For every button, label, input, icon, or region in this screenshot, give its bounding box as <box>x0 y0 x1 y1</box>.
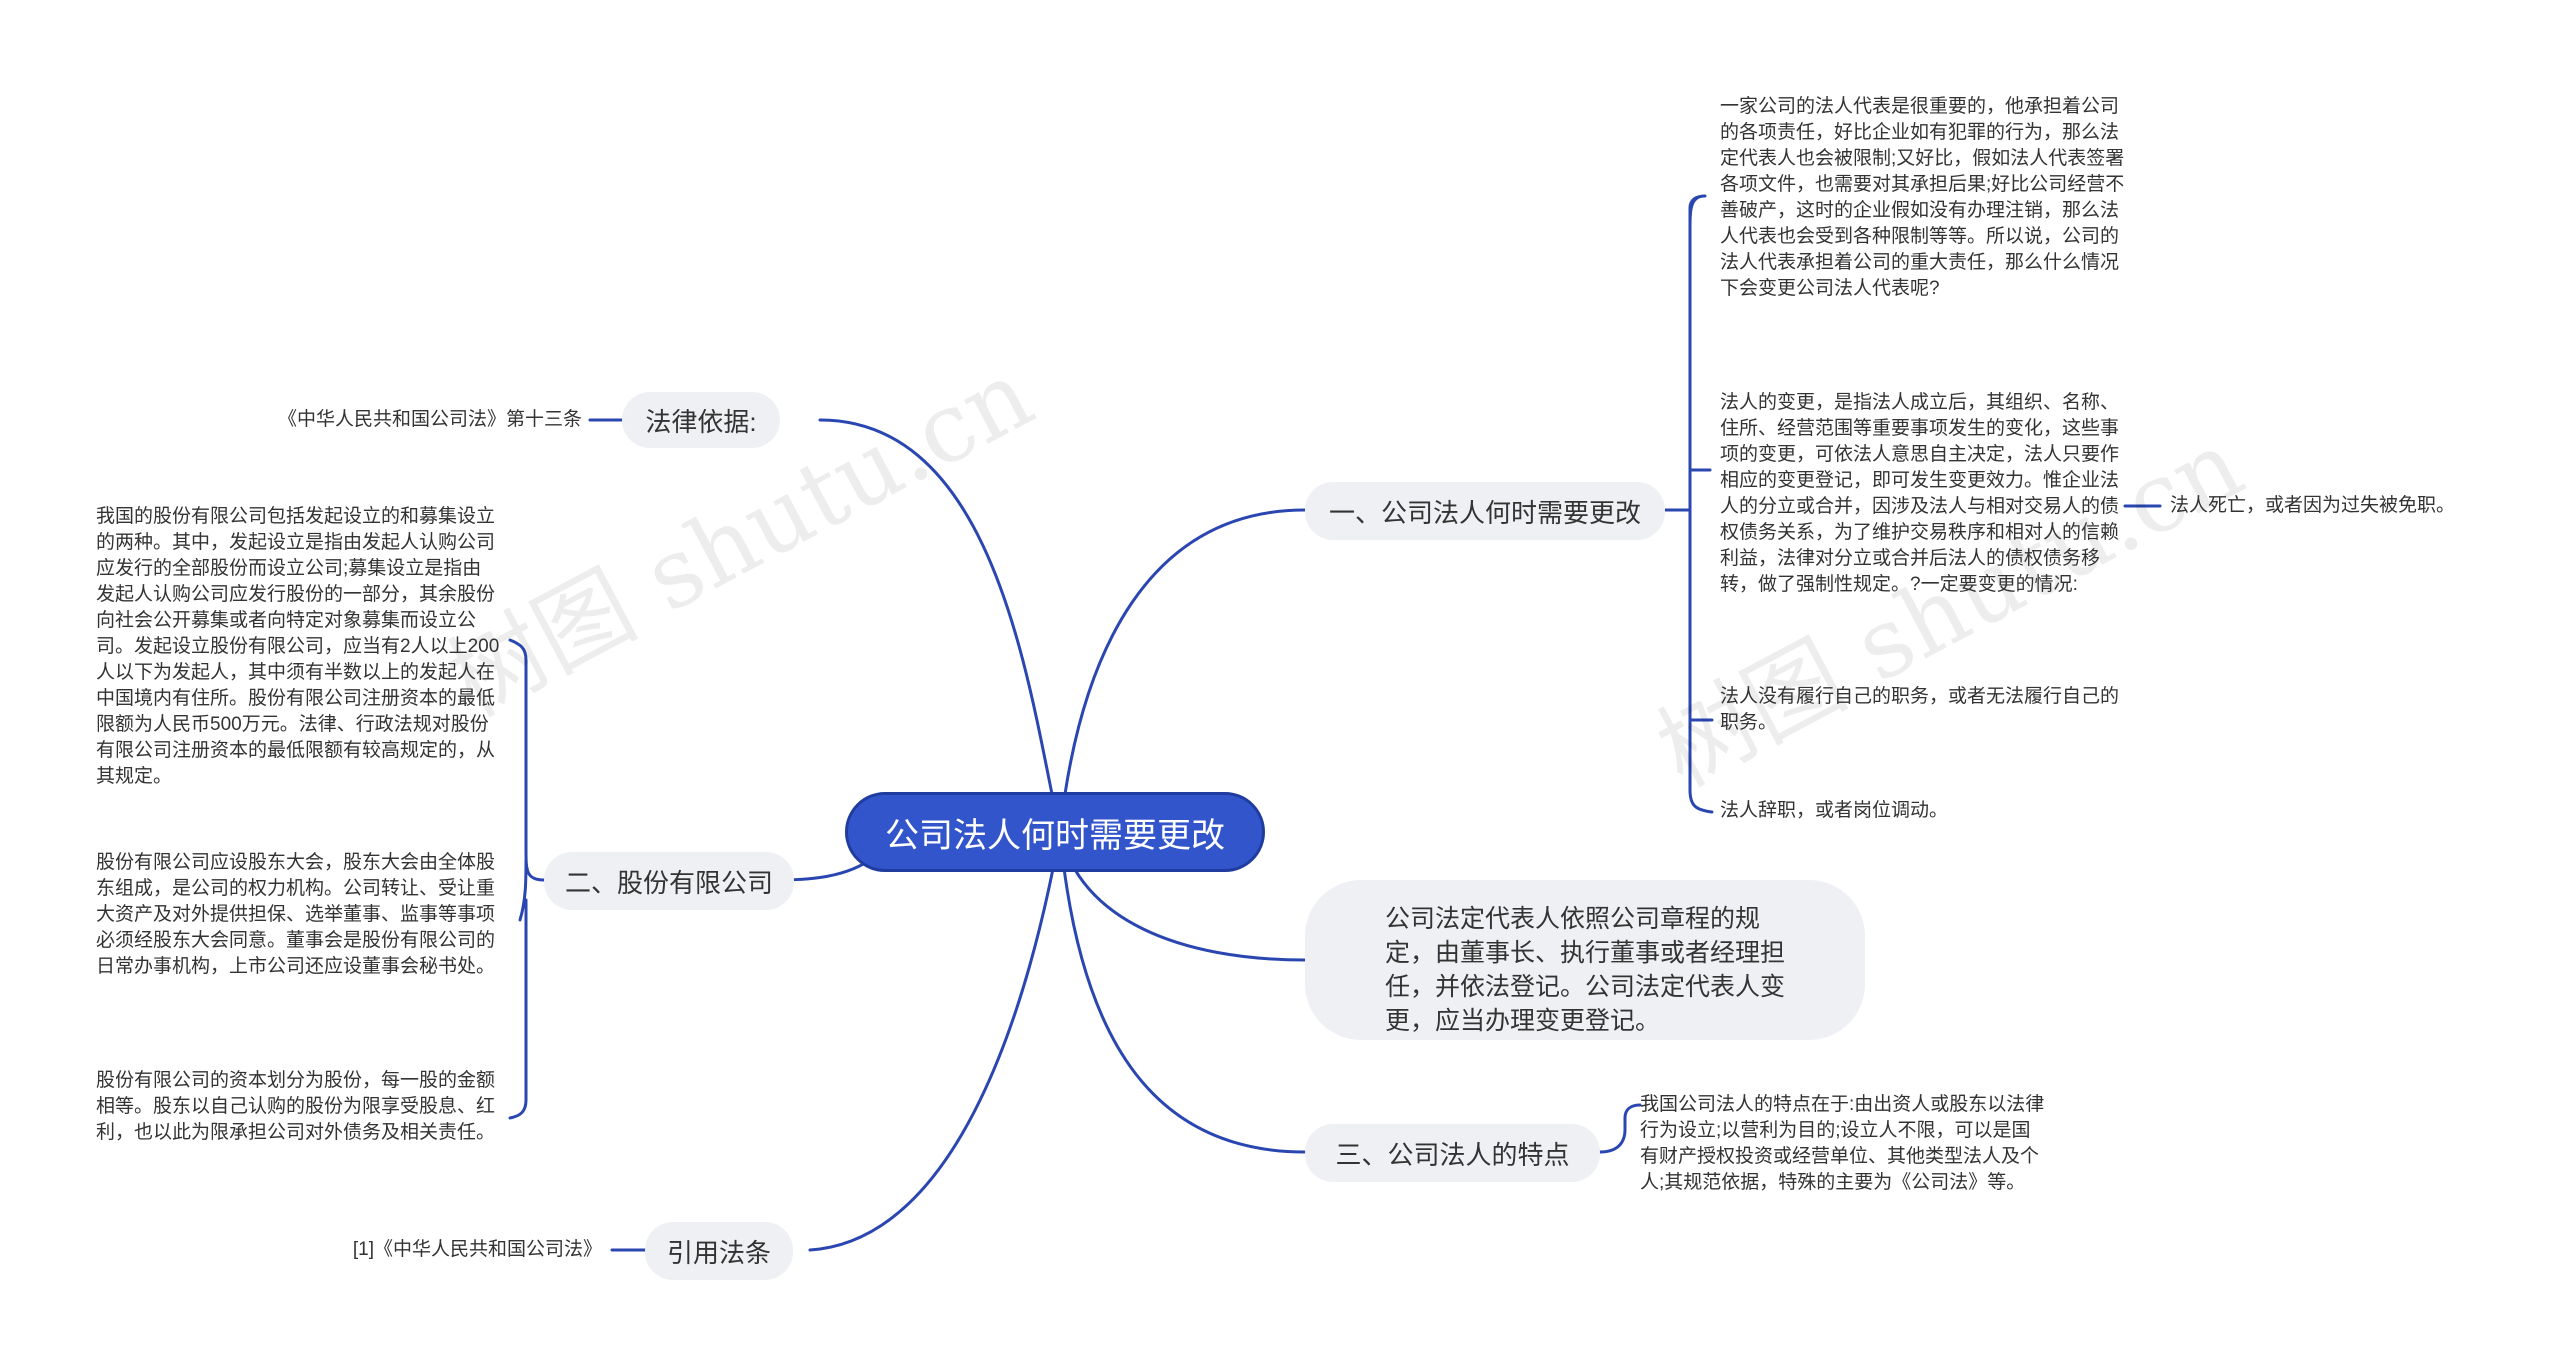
branch-legal-basis[interactable]: 法律依据: <box>622 392 780 448</box>
branch-citation[interactable]: 引用法条 <box>645 1222 793 1280</box>
root-topic[interactable]: 公司法人何时需要更改 <box>845 792 1265 872</box>
when-change-sub-item: 法人死亡，或者因为过失被免职。 <box>2170 495 2456 516</box>
when-change-item-4: 法人辞职，或者岗位调动。 <box>1720 800 1949 821</box>
link-root-citation <box>808 830 1062 1252</box>
registration-node[interactable]: 公司法定代表人依照公司章程的规定，由董事长、执行董事或者经理担任，并依法登记。公… <box>1305 880 1865 1040</box>
joint-stock-item-3: 股份有限公司的资本划分为股份，每一股的金额相等。股东以自己认购的股份为限享受股息… <box>96 1070 496 1143</box>
branch-features[interactable]: 三、公司法人的特点 <box>1305 1124 1600 1182</box>
link-root-when-change <box>1058 508 1307 834</box>
when-change-item-1: 一家公司的法人代表是很重要的，他承担着公司的各项责任，好比企业如有犯罪的行为，那… <box>1720 96 2125 299</box>
branch-joint-stock[interactable]: 二、股份有限公司 <box>544 852 794 910</box>
when-change-item-2: 法人的变更，是指法人成立后，其组织、名称、住所、经营范围等重要事项发生的变化，这… <box>1720 392 2120 595</box>
legal-basis-item: 《中华人民共和国公司法》第十三条 <box>277 409 582 430</box>
joint-stock-item-1: 我国的股份有限公司包括发起设立的和募集设立的两种。其中，发起设立是指由发起人认购… <box>96 506 500 787</box>
when-change-item-3: 法人没有履行自己的职务，或者无法履行自己的职务。 <box>1720 686 2120 733</box>
link-features-leaf <box>1598 1103 1642 1154</box>
link-root-legal-basis <box>818 418 1062 834</box>
features-item: 我国公司法人的特点在于:由出资人或股东以法律行为设立;以营利为目的;设立人不限，… <box>1640 1094 2045 1193</box>
joint-stock-item-2: 股份有限公司应设股东大会，股东大会由全体股东组成，是公司的权力机构。公司转让、受… <box>96 852 496 977</box>
bracket-when-change <box>1688 194 1714 814</box>
branch-when-change[interactable]: 一、公司法人何时需要更改 <box>1305 482 1665 540</box>
link-root-features <box>1058 830 1307 1154</box>
citation-item: [1]《中华人民共和国公司法》 <box>352 1239 602 1260</box>
bracket-joint-stock <box>508 638 546 1120</box>
